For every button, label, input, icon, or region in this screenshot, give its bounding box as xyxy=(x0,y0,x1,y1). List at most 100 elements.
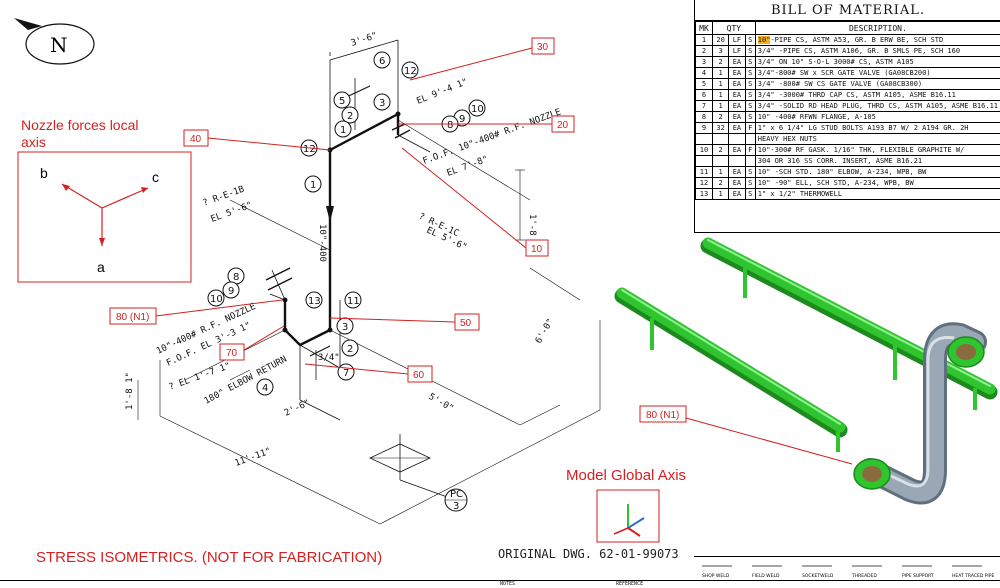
bom-cell: EA xyxy=(729,79,745,90)
bom-cell: 8 xyxy=(696,112,713,123)
north-label: N xyxy=(50,33,68,57)
bom-header-qty: QTY xyxy=(712,22,755,35)
legend-label: FIELD WELD xyxy=(752,573,780,579)
elbow-return-label: 180" ELBOW RETURN xyxy=(203,355,289,407)
bom-cell xyxy=(729,134,745,145)
iso-pipe-lines xyxy=(138,40,600,524)
nozzle-box-title-2: axis xyxy=(21,134,46,150)
svg-text:80 (N1): 80 (N1) xyxy=(646,410,679,421)
bom-cell: EA xyxy=(729,189,745,200)
bubble-1-mid: 1 xyxy=(305,176,321,192)
bom-description-cell: 10" -SCH STD. 180" ELBOW, A-234, WPB, BW xyxy=(755,167,1000,178)
svg-text:4: 4 xyxy=(262,383,268,394)
bom-description-text: 3/4" -PIPE CS, ASTM A106, GR. B SMLS PE,… xyxy=(758,47,960,55)
bubble-2-top: 2 xyxy=(342,107,358,123)
bom-cell: 6 xyxy=(696,90,713,101)
bom-cell xyxy=(745,134,755,145)
bom-cell xyxy=(729,156,745,167)
bom-cell: EA xyxy=(729,90,745,101)
svg-text:12: 12 xyxy=(303,144,316,155)
bom-cell: 11 xyxy=(696,167,713,178)
stress-isometrics-label: STRESS ISOMETRICS. (NOT FOR FABRICATION) xyxy=(36,549,382,566)
bom-cell: 20 xyxy=(712,35,728,46)
svg-text:60: 60 xyxy=(413,370,425,381)
bom-title: BILL OF MATERIAL. xyxy=(695,0,1000,21)
bom-description-cell: 1" x 1/2" THERMOWELL xyxy=(755,189,1000,200)
bom-cell: S xyxy=(745,35,755,46)
bom-cell: 32 xyxy=(712,123,728,134)
pc-support-bubble: PC 3 xyxy=(445,489,467,512)
legend-label: HEAT TRACED PIPE xyxy=(952,573,994,579)
bom-description-text: -PIPE CS, ASTM A53, GR. B ERW BE, SCH ST… xyxy=(770,36,943,44)
bom-cell: 12 xyxy=(696,178,713,189)
bom-description-cell: 10"-PIPE CS, ASTM A53, GR. B ERW BE, SCH… xyxy=(755,35,1000,46)
legend-label: SHOP WELD xyxy=(702,573,730,579)
svg-text:8: 8 xyxy=(447,120,453,131)
bom-description-text: 3/4" -800# SW CS GATE VALVE (GA08CB300) xyxy=(758,80,922,88)
svg-text:2: 2 xyxy=(347,111,353,122)
bom-description-text: 3/4"-800# SW x SCR GATE VALVE (GA08CB200… xyxy=(758,69,931,77)
bubble-3-top: 3 xyxy=(374,94,390,110)
bom-cell: 9 xyxy=(696,123,713,134)
axis-b-label: b xyxy=(40,165,48,181)
dim-5-0: 5'-0" xyxy=(427,392,455,414)
branch-34: 3/4" xyxy=(318,353,340,363)
bubble-3-low: 3 xyxy=(337,318,353,334)
bom-cell: S xyxy=(745,167,755,178)
bom-cell: 4 xyxy=(696,68,713,79)
original-dwg-label: ORIGINAL DWG. 62-01-99073 xyxy=(498,547,679,561)
bubble-12-top: 12 xyxy=(402,62,418,78)
tag-60: 60 xyxy=(305,364,432,382)
svg-text:10: 10 xyxy=(210,294,223,305)
bom-cell: S xyxy=(745,68,755,79)
bom-description-cell: 10" -90" ELL, SCH STD, A-234, WPB, BW xyxy=(755,178,1000,189)
svg-text:10: 10 xyxy=(531,244,543,255)
bubble-10-top: 10 xyxy=(469,100,485,116)
bom-cell: S xyxy=(745,90,755,101)
svg-text:1: 1 xyxy=(310,180,316,191)
svg-text:50: 50 xyxy=(460,318,472,329)
bom-row: 304 OR 316 SS CORR. INSERT, ASME B16.21 xyxy=(696,156,1000,167)
bom-cell: 2 xyxy=(696,46,713,57)
svg-text:6: 6 xyxy=(379,56,385,67)
el-7-8: EL 7'-8" xyxy=(446,155,490,179)
svg-text:11: 11 xyxy=(347,296,360,307)
dim-left: 1'-8 1" xyxy=(125,372,135,410)
bom-description-text: 1" x 6 1/4" LG STUD BOLTS A193 B7 W/ 2 A… xyxy=(758,124,969,132)
bom-cell xyxy=(745,156,755,167)
bom-description-cell: 3/4" -800# SW CS GATE VALVE (GA08CB300) xyxy=(755,79,1000,90)
axis-c-label: c xyxy=(152,169,159,185)
bom-description-cell: HEAVY HEX NUTS xyxy=(755,134,1000,145)
bom-cell: EA xyxy=(729,178,745,189)
bom-highlight: 10" xyxy=(758,36,771,44)
dim-11-11: 11'-11" xyxy=(234,446,273,468)
bom-description-cell: 3/4"-800# SW x SCR GATE VALVE (GA08CB200… xyxy=(755,68,1000,79)
bom-description-cell: 3/4" -SOLID RD HEAD PLUG, THRD CS, ASTM … xyxy=(755,101,1000,112)
strip-notes: NOTES xyxy=(500,581,515,587)
tag-80-n1-iso: 80 (N1) xyxy=(110,300,282,324)
bom-cell: 2 xyxy=(712,178,728,189)
bom-cell: F xyxy=(745,145,755,156)
bom-description-cell: 10" -400# RFWN FLANGE, A-105 xyxy=(755,112,1000,123)
svg-text:3: 3 xyxy=(453,501,459,512)
svg-text:9: 9 xyxy=(228,286,234,297)
model-axis-box xyxy=(597,490,659,542)
bubble-1-top: 1 xyxy=(335,121,351,137)
svg-text:8: 8 xyxy=(233,272,239,283)
bom-cell: S xyxy=(745,189,755,200)
bom-description-text: 10" -90" ELL, SCH STD, A-234, WPB, BW xyxy=(758,179,914,187)
svg-text:70: 70 xyxy=(226,348,238,359)
legend-label: THREADED xyxy=(851,573,877,579)
bom-cell: S xyxy=(745,57,755,68)
bubble-2-low: 2 xyxy=(342,340,358,356)
bom-description-text: HEAVY HEX NUTS xyxy=(758,135,817,143)
